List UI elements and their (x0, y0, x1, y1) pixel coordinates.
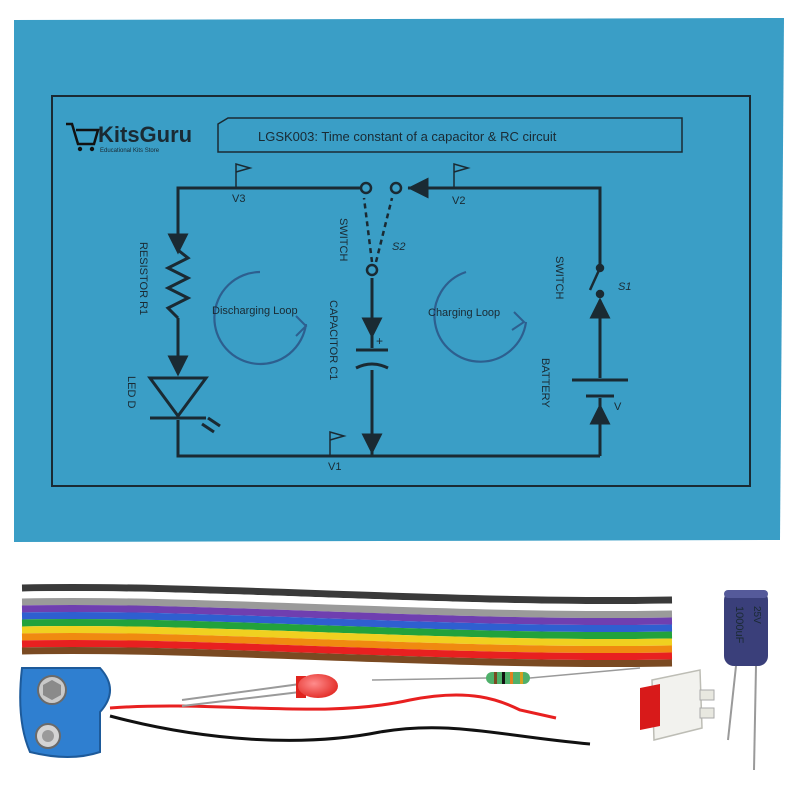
label-v1: V1 (328, 461, 341, 473)
resistor-symbol (164, 248, 192, 320)
ribbon-cable (21, 583, 673, 668)
label-capacitor: CAPACITOR C1 (327, 300, 339, 380)
label-v2: V2 (452, 195, 465, 207)
label-switch-left: SWITCH (337, 218, 349, 261)
switch-s2-symbol (359, 181, 403, 277)
cart-icon (66, 122, 100, 146)
brand-tagline: Educational Kits Store (100, 148, 160, 154)
label-v3: V3 (232, 193, 245, 205)
label-battery-v: V (614, 401, 622, 413)
electrolytic-capacitor: 1000uF 25V (724, 590, 768, 771)
current-arrows (167, 177, 611, 455)
discharging-loop-arc (213, 270, 308, 366)
loop-indicators (213, 270, 528, 366)
led-symbol (147, 376, 221, 434)
probe-flags (235, 163, 471, 456)
label-switch-right: SWITCH (553, 256, 565, 299)
battery-snap-connector (19, 667, 591, 758)
brand-name: KitsGuru (98, 122, 192, 147)
rocker-switch (640, 669, 715, 741)
switch-s1-symbol (588, 263, 605, 299)
label-discharging-loop: Discharging Loop (212, 305, 298, 317)
svg-text:+: + (376, 334, 383, 348)
title-frame (217, 117, 683, 153)
label-s1: S1 (618, 281, 631, 293)
label-s2: S2 (392, 241, 405, 253)
capacitor-marking-1: 1000uF (733, 606, 745, 644)
label-charging-loop: Charging Loop (428, 307, 500, 319)
charging-loop-arc (433, 270, 528, 363)
capacitor-marking-2: 25V (751, 606, 762, 624)
board-title: LGSK003: Time constant of a capacitor & … (258, 129, 557, 144)
label-resistor: RESISTOR R1 (137, 242, 149, 315)
battery-symbol (572, 378, 628, 398)
brand-logo: KitsGuru Educational Kits Store (66, 122, 192, 154)
resistor-component (371, 667, 641, 684)
label-battery: BATTERY (539, 358, 551, 408)
circuit-board: KitsGuru Educational Kits Store LGSK003:… (14, 18, 784, 542)
red-led (181, 674, 338, 707)
capacitor-symbol: + (355, 334, 389, 370)
board-border (51, 95, 751, 487)
label-led: LED D (125, 376, 137, 408)
